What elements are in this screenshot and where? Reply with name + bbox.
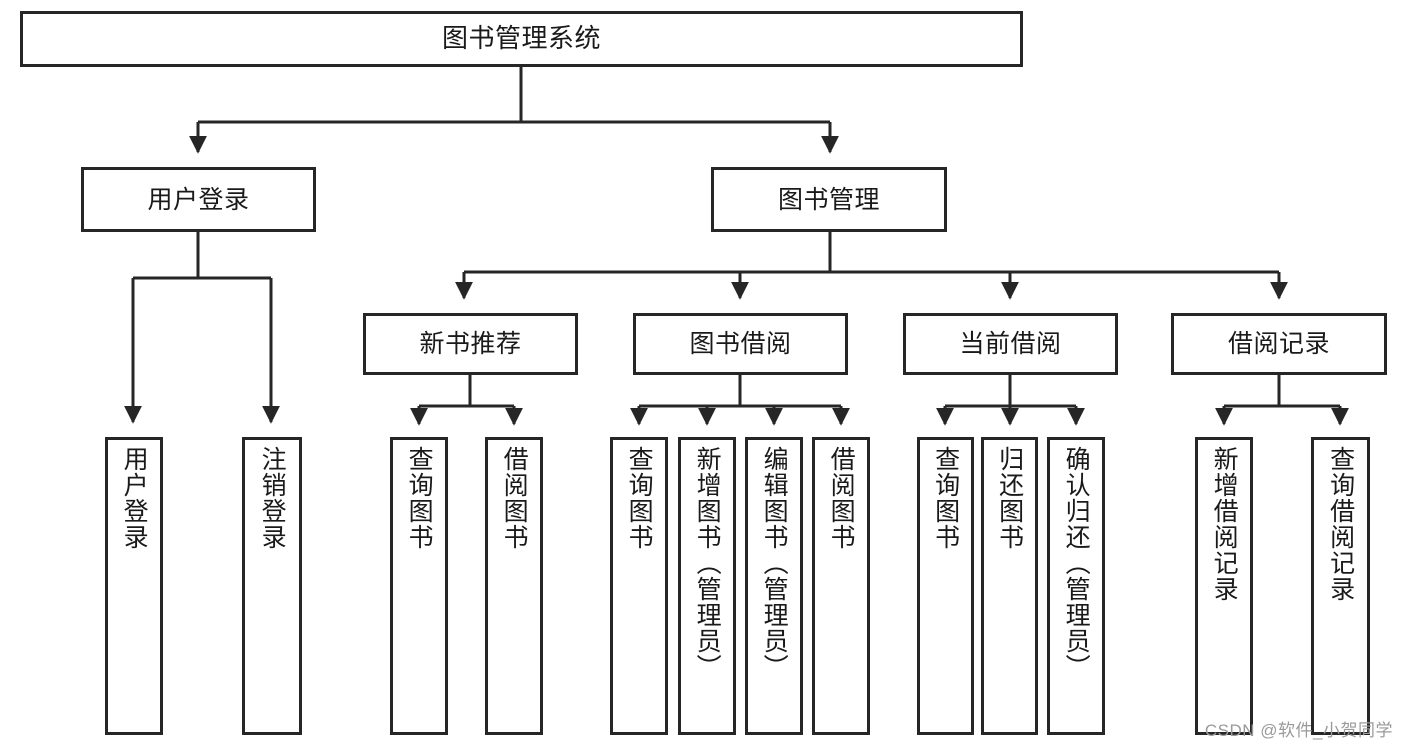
node-leaf-logout-label: 注销登录: [258, 446, 287, 550]
node-borrow-record[interactable]: 借阅记录: [1171, 313, 1387, 375]
node-user-login-label: 用户登录: [147, 185, 250, 214]
node-leaf-brw-query-label: 查询图书: [625, 446, 654, 550]
node-leaf-rec-query[interactable]: 查询图书: [390, 437, 448, 735]
node-leaf-cur-return[interactable]: 归还图书: [981, 437, 1038, 735]
node-leaf-rec-add-label: 新增借阅记录: [1210, 446, 1239, 602]
node-root[interactable]: 图书管理系统: [20, 11, 1023, 67]
node-current-borrow[interactable]: 当前借阅: [903, 313, 1118, 375]
node-leaf-rec-query-label: 查询图书: [405, 446, 434, 550]
node-borrow-record-label: 借阅记录: [1227, 330, 1330, 358]
node-book-borrow-label: 图书借阅: [689, 330, 792, 358]
node-current-borrow-label: 当前借阅: [959, 330, 1062, 358]
node-leaf-rec-search-label: 查询借阅记录: [1326, 446, 1355, 602]
node-leaf-cur-return-label: 归还图书: [995, 446, 1024, 550]
node-leaf-cur-confirm[interactable]: 确认归还（管理员）: [1047, 437, 1105, 735]
node-leaf-rec-search[interactable]: 查询借阅记录: [1311, 437, 1370, 735]
node-user-login[interactable]: 用户登录: [81, 167, 316, 232]
node-leaf-cur-query[interactable]: 查询图书: [917, 437, 974, 735]
node-book-mgmt-label: 图书管理: [777, 185, 880, 214]
node-new-book-rec[interactable]: 新书推荐: [363, 313, 578, 375]
node-leaf-brw-edit[interactable]: 编辑图书（管理员）: [745, 437, 803, 735]
node-leaf-cur-confirm-label: 确认归还（管理员）: [1062, 446, 1091, 680]
node-leaf-brw-borrow-label: 借阅图书: [827, 446, 856, 550]
node-book-borrow[interactable]: 图书借阅: [633, 313, 848, 375]
node-leaf-rec-borrow[interactable]: 借阅图书: [485, 437, 543, 735]
node-leaf-user-login[interactable]: 用户登录: [105, 437, 163, 735]
node-book-mgmt[interactable]: 图书管理: [711, 167, 947, 232]
node-leaf-brw-edit-label: 编辑图书（管理员）: [760, 446, 789, 680]
node-leaf-rec-borrow-label: 借阅图书: [500, 446, 529, 550]
node-leaf-brw-query[interactable]: 查询图书: [610, 437, 668, 735]
node-new-book-rec-label: 新书推荐: [419, 330, 522, 358]
node-leaf-user-login-label: 用户登录: [120, 446, 149, 550]
node-leaf-brw-borrow[interactable]: 借阅图书: [812, 437, 870, 735]
node-leaf-cur-query-label: 查询图书: [931, 446, 960, 550]
node-leaf-rec-add[interactable]: 新增借阅记录: [1195, 437, 1253, 735]
node-leaf-logout[interactable]: 注销登录: [242, 437, 302, 735]
node-leaf-brw-add[interactable]: 新增图书（管理员）: [678, 437, 736, 735]
node-root-label: 图书管理系统: [441, 23, 601, 54]
watermark-text: CSDN @软件_小贺同学: [1204, 721, 1393, 740]
node-leaf-brw-add-label: 新增图书（管理员）: [693, 446, 722, 680]
